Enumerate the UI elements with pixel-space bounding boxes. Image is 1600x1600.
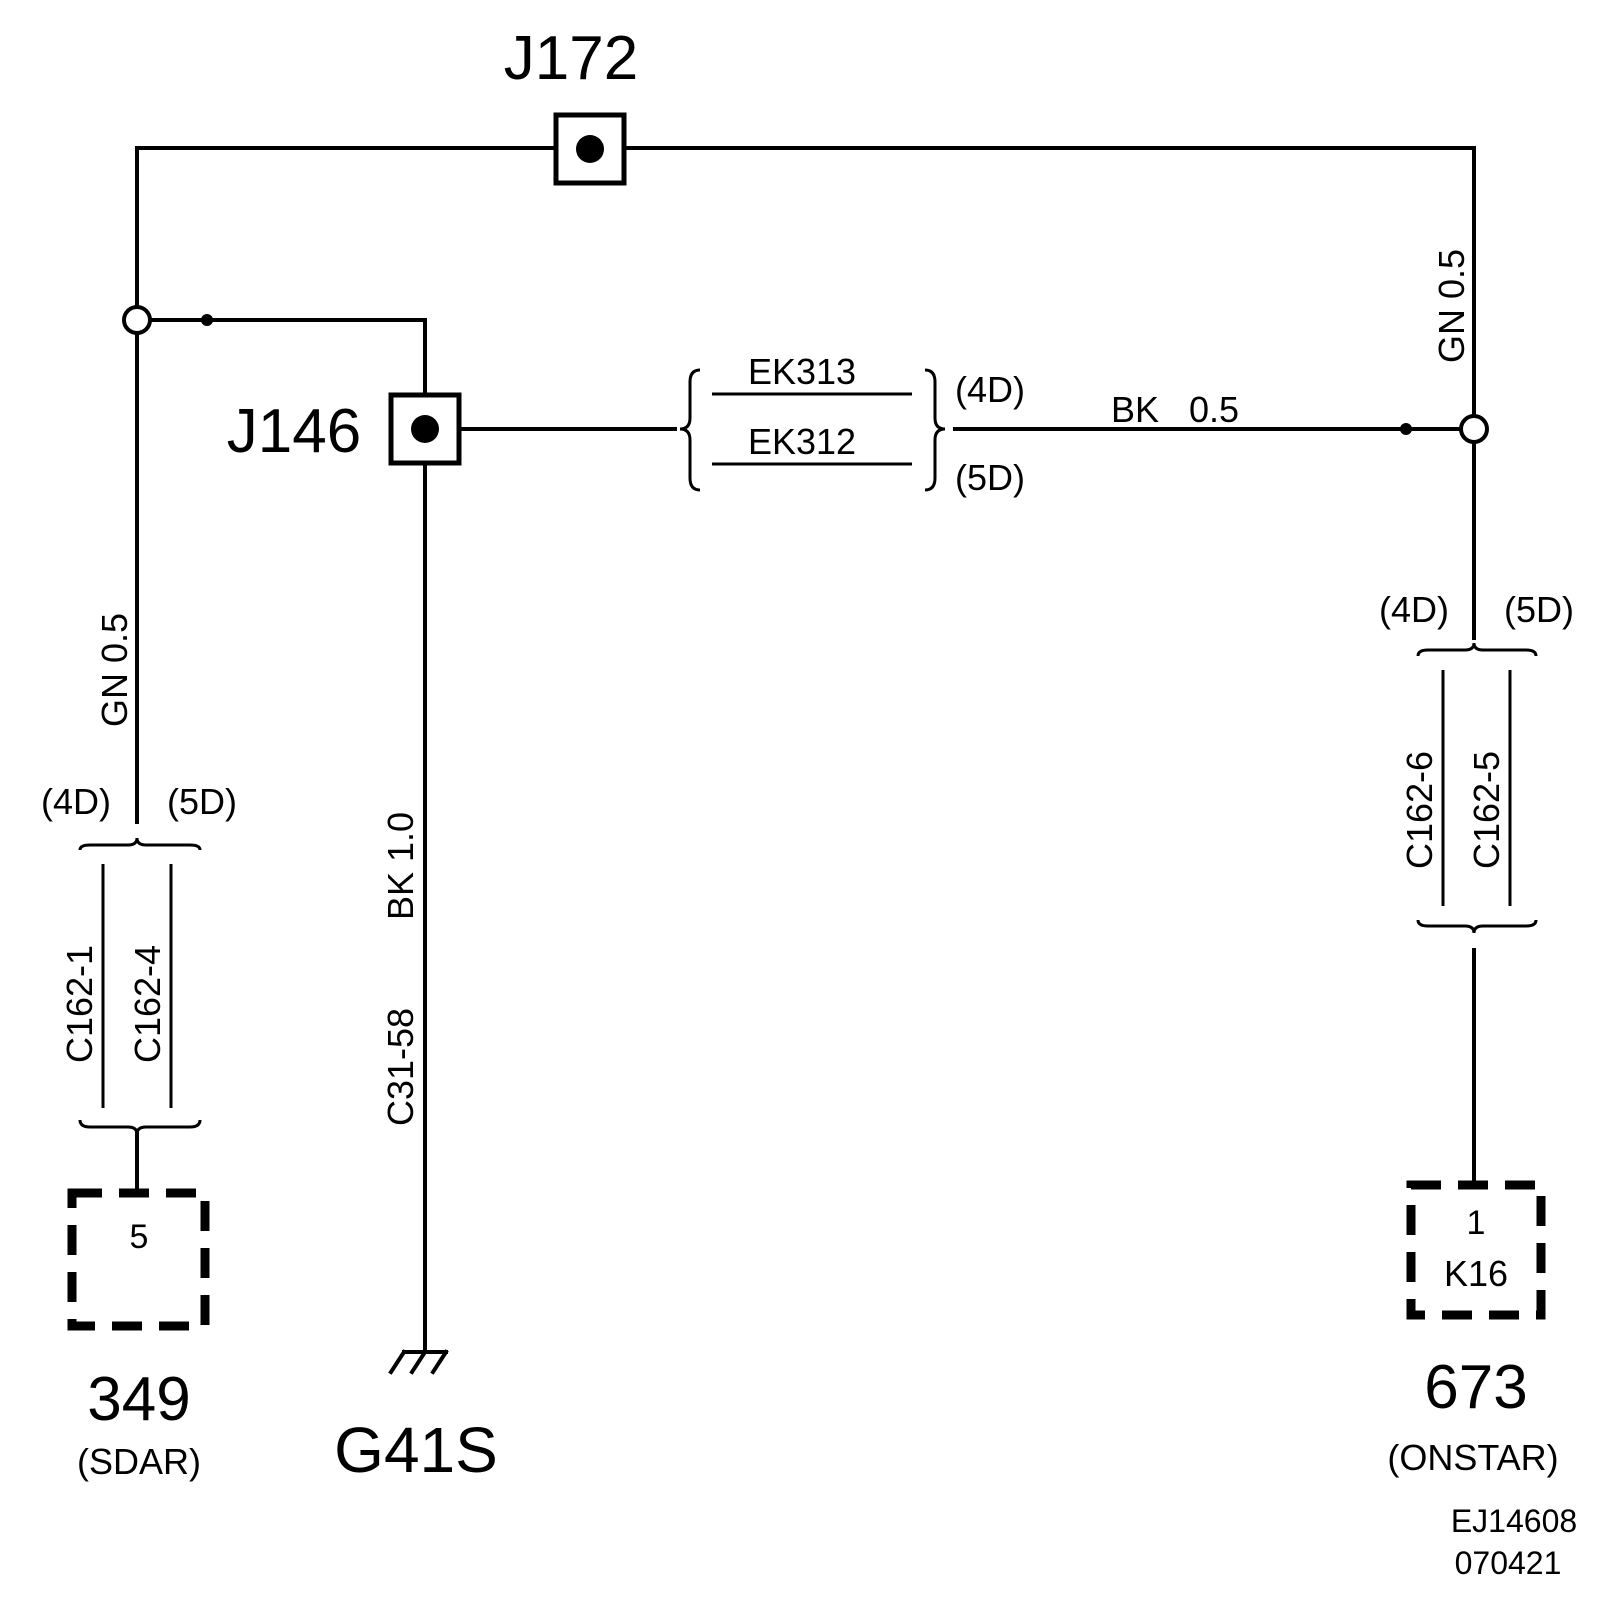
wire-right-green-label: GN 0.5: [1431, 249, 1472, 363]
component-onstar-pin: 1: [1467, 1204, 1486, 1242]
component-onstar-box: [1406, 1180, 1546, 1320]
reference-code-line2: 070421: [1455, 1545, 1562, 1581]
inline-connector-5d-label: (5D): [955, 457, 1025, 498]
right-connector-c162: [1416, 642, 1538, 934]
left-connector-4d-label: (4D): [41, 781, 111, 822]
wire-left-green: [122, 305, 427, 824]
splice-j172: [553, 112, 627, 186]
splice-j146-label: J146: [227, 397, 361, 466]
left-connector-pin-a-label: C162-1: [59, 945, 100, 1063]
component-onstar-connector: K16: [1444, 1253, 1508, 1294]
component-onstar-id: 673: [1424, 1353, 1527, 1422]
component-sdar-name: (SDAR): [77, 1441, 201, 1482]
wire-left-green-label: GN 0.5: [94, 613, 135, 727]
ground-symbol: [388, 1349, 449, 1375]
left-connector-c162: [78, 837, 202, 1190]
ground-g41s-label: G41S: [334, 1414, 498, 1486]
right-connector-4d-label: (4D): [1379, 589, 1449, 630]
splice-j172-label: J172: [504, 24, 638, 93]
left-connector-5d-label: (5D): [167, 781, 237, 822]
wire-ground-black-label: BK 1.0: [380, 812, 421, 920]
right-connector-5d-label: (5D): [1504, 589, 1574, 630]
component-sdar-box: [67, 1188, 210, 1331]
wire-top-green: [135, 146, 1476, 428]
reference-code-line1: EJ14608: [1451, 1503, 1577, 1539]
splice-j146: [388, 392, 462, 466]
component-sdar-pin: 5: [130, 1218, 149, 1256]
ground-pin-label: C31-58: [380, 1008, 421, 1126]
left-connector-pin-b-label: C162-4: [127, 945, 168, 1063]
right-connector-pin-a-label: C162-6: [1399, 751, 1440, 869]
wire-horizontal-black: [457, 414, 1489, 444]
inline-connector-4d-label: (4D): [955, 369, 1025, 410]
component-sdar-id: 349: [87, 1365, 190, 1434]
inline-connector-ek: [679, 368, 946, 492]
right-connector-pin-b-label: C162-5: [1466, 751, 1507, 869]
inline-connector-top-label: EK313: [748, 351, 856, 392]
component-onstar-name: (ONSTAR): [1387, 1437, 1558, 1478]
wire-horizontal-label: BK 0.5: [1111, 389, 1239, 430]
inline-connector-bottom-label: EK312: [748, 421, 856, 462]
